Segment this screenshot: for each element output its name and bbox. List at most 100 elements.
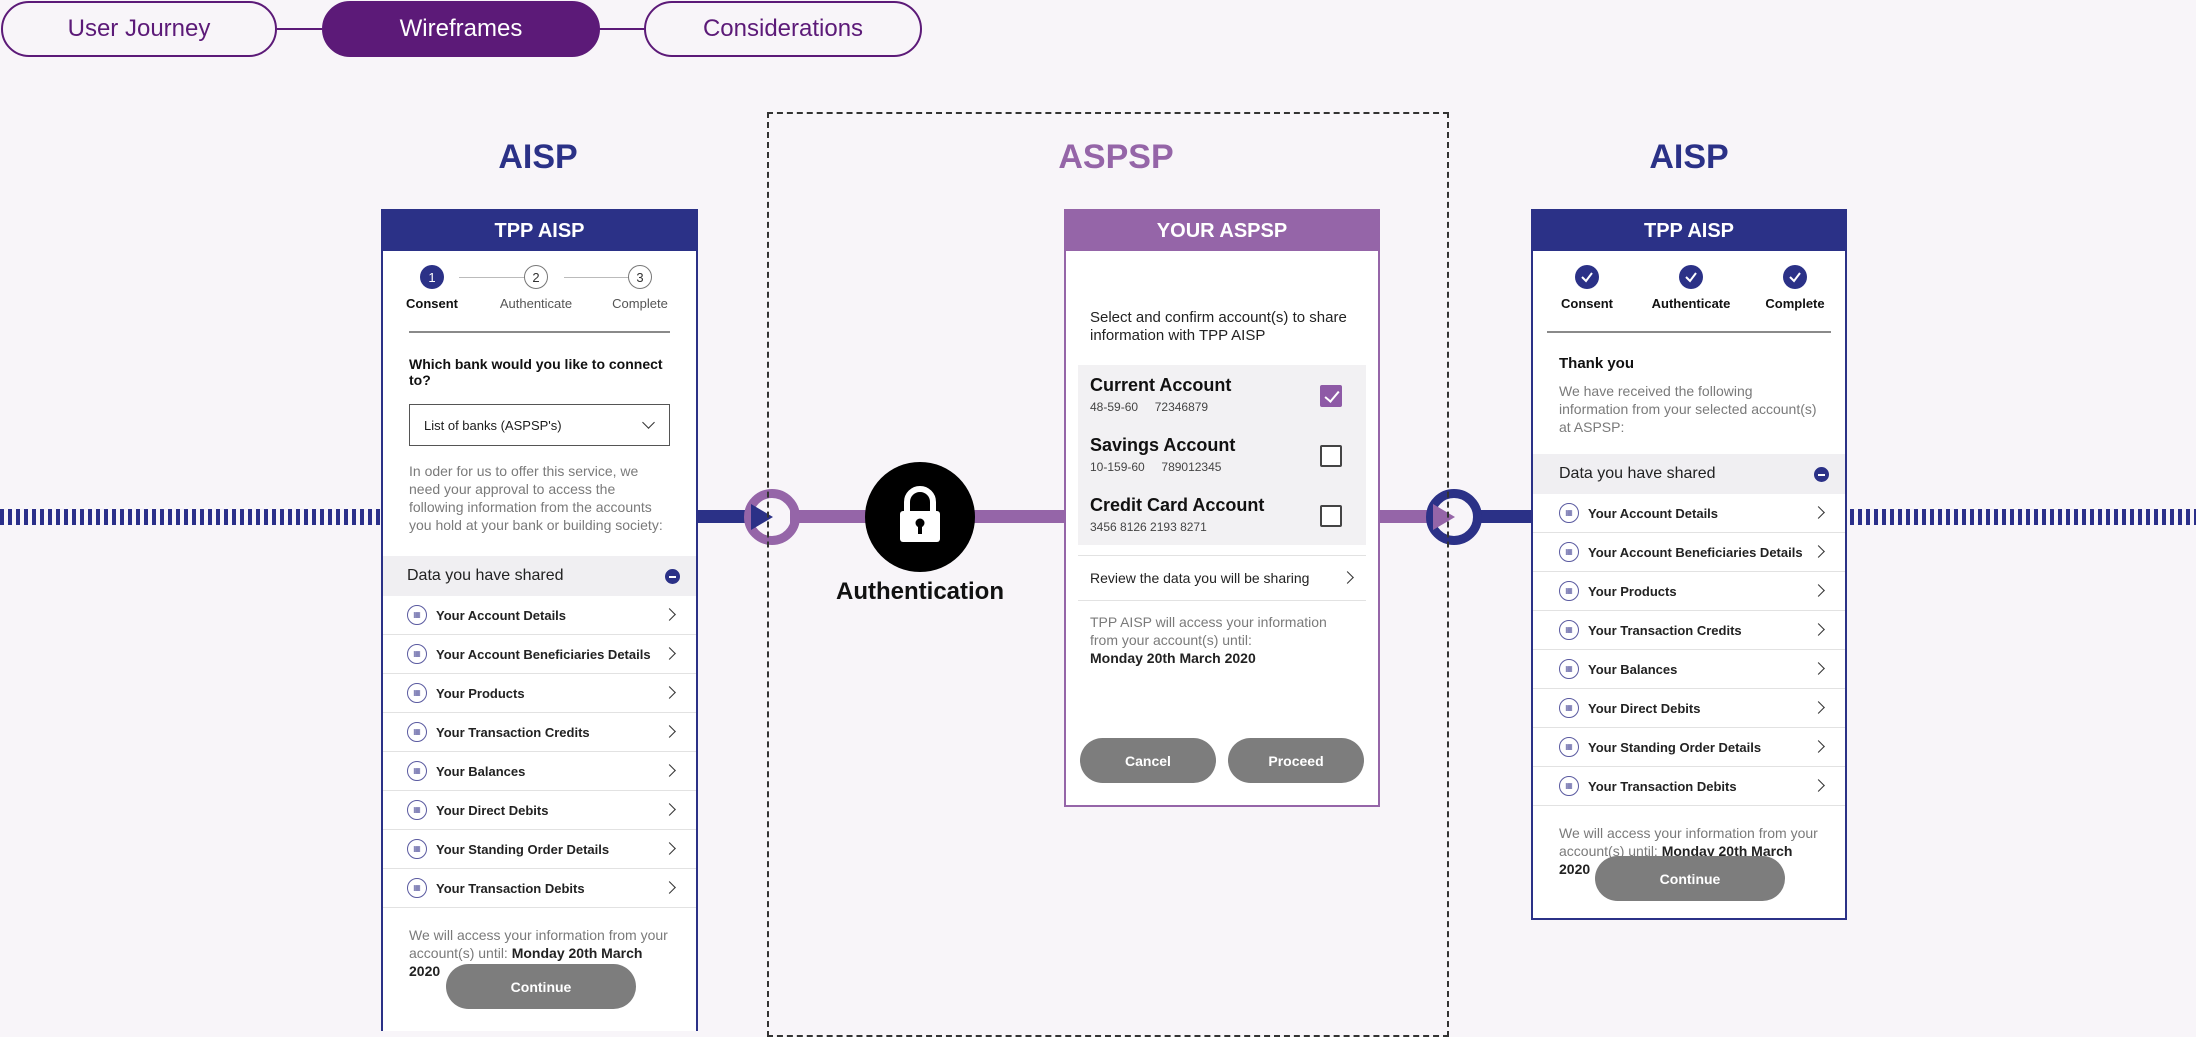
- account-row[interactable]: Credit Card Account 3456 8126 2193 8271: [1078, 485, 1366, 545]
- phone-header: YOUR ASPSP: [1066, 211, 1378, 251]
- bank-select[interactable]: List of banks (ASPSP's): [409, 404, 670, 446]
- check-icon: [1575, 265, 1599, 289]
- account-details: 3456 8126 2193 8271: [1090, 520, 1366, 534]
- collapse-icon[interactable]: [665, 569, 680, 584]
- review-data-link[interactable]: Review the data you will be sharing: [1078, 555, 1366, 601]
- data-icon: ▦: [407, 722, 427, 742]
- list-item-label: Your Transaction Credits: [436, 724, 590, 740]
- step-complete: Complete: [1745, 265, 1845, 311]
- shared-data-title: Data you have shared: [407, 567, 564, 584]
- step-label: Complete: [1765, 296, 1825, 311]
- data-icon: ▦: [1559, 698, 1579, 718]
- access-date: Monday 20th March 2020: [409, 945, 643, 979]
- cancel-button[interactable]: Cancel: [1080, 738, 1216, 783]
- list-item[interactable]: ▦Your Balances: [1533, 650, 1845, 689]
- thank-you-text: We have received the following informati…: [1559, 383, 1817, 435]
- aisp-complete-screen: TPP AISP Consent Authenticate Complete T…: [1531, 209, 1847, 920]
- flow-line: [1380, 510, 1440, 523]
- step-number: 3: [628, 265, 652, 289]
- list-item[interactable]: ▦Your Transaction Debits: [383, 869, 696, 908]
- list-item-label: Your Balances: [436, 763, 526, 779]
- check-icon: [1679, 265, 1703, 289]
- list-item-label: Your Transaction Debits: [1588, 778, 1737, 794]
- list-item[interactable]: ▦Your Direct Debits: [383, 791, 696, 830]
- chevron-right-icon: [1812, 701, 1825, 714]
- account-details: 48-59-60 72346879: [1090, 400, 1366, 414]
- data-icon: ▦: [1559, 620, 1579, 640]
- tab-wireframes[interactable]: Wireframes: [322, 1, 600, 57]
- list-item[interactable]: ▦ Your Transaction Credits: [383, 713, 696, 752]
- account-checkbox[interactable]: [1320, 385, 1342, 407]
- step-label: Consent: [406, 296, 458, 311]
- tab-considerations[interactable]: Considerations: [644, 1, 922, 57]
- data-icon: ▦: [407, 878, 427, 898]
- account-details: 10-159-60 789012345: [1090, 460, 1366, 474]
- continue-button[interactable]: Continue: [446, 964, 636, 1009]
- list-item-label: Your Account Beneficiaries Details: [436, 646, 651, 662]
- access-until-text: We will access your information from you…: [409, 926, 670, 980]
- chevron-right-icon: [663, 608, 676, 621]
- review-label: Review the data you will be sharing: [1090, 570, 1310, 586]
- list-item[interactable]: ▦Your Account Details: [1533, 494, 1845, 533]
- chevron-right-icon: [663, 803, 676, 816]
- step-consent: Consent: [1537, 265, 1637, 311]
- account-name: Savings Account: [1090, 435, 1236, 455]
- account-checkbox[interactable]: [1320, 505, 1342, 527]
- list-item[interactable]: ▦Your Transaction Debits: [1533, 767, 1845, 806]
- proceed-button[interactable]: Proceed: [1228, 738, 1364, 783]
- step-connector: [459, 277, 539, 278]
- stepper: Consent Authenticate Complete: [1547, 251, 1831, 333]
- list-item[interactable]: ▦Your Account Beneficiaries Details: [383, 635, 696, 674]
- flow-arrow-node: [1426, 489, 1482, 545]
- list-item[interactable]: ▦ Your Account Details: [383, 596, 696, 635]
- account-row[interactable]: Savings Account 10-159-60 789012345: [1078, 425, 1366, 485]
- account-row[interactable]: Current Account 48-59-60 72346879: [1078, 365, 1366, 425]
- chevron-right-icon: [663, 881, 676, 894]
- list-item[interactable]: ▦Your Account Beneficiaries Details: [1533, 533, 1845, 572]
- sort-code: 48-59-60: [1090, 400, 1139, 414]
- chevron-right-icon: [1812, 623, 1825, 636]
- check-icon: [1783, 265, 1807, 289]
- list-item-label: Your Standing Order Details: [1588, 739, 1762, 755]
- data-icon: ▦: [1559, 659, 1579, 679]
- step-consent: 1 Consent: [383, 265, 482, 311]
- select-value: List of banks (ASPSP's): [424, 417, 562, 433]
- list-item[interactable]: ▦Your Standing Order Details: [383, 830, 696, 869]
- account-name: Credit Card Account: [1090, 495, 1265, 515]
- step-label: Consent: [1561, 296, 1613, 311]
- bank-question: Which bank would you like to connect to?: [409, 356, 663, 388]
- list-item-label: Your Account Details: [436, 607, 567, 623]
- lock-icon: [865, 462, 975, 572]
- account-checkbox[interactable]: [1320, 445, 1342, 467]
- tab-user-journey[interactable]: User Journey: [1, 1, 277, 57]
- account-list: Current Account 48-59-60 72346879 Saving…: [1078, 365, 1366, 545]
- list-item[interactable]: ▦ Your Direct Debits: [1533, 689, 1845, 728]
- chevron-right-icon: [663, 842, 676, 855]
- list-item[interactable]: ▦Your Products: [1533, 572, 1845, 611]
- collapse-icon[interactable]: [1814, 467, 1829, 482]
- continue-button[interactable]: Continue: [1595, 856, 1785, 901]
- list-item[interactable]: ▦Your Transaction Credits: [1533, 611, 1845, 650]
- data-icon: ▦: [1559, 737, 1579, 757]
- data-icon: ▦: [407, 683, 427, 703]
- list-item[interactable]: ▦Your Products: [383, 674, 696, 713]
- shared-data-list: ▦Your Account Details▦Your Account Benef…: [1533, 494, 1845, 806]
- step-connector: [564, 277, 644, 278]
- data-icon: ▦: [407, 605, 427, 625]
- flow-line: [697, 510, 747, 523]
- role-heading-aspsp: ASPSP: [1058, 138, 1174, 176]
- shared-data-list: ▦Your Account Details▦Your Account Benef…: [383, 596, 696, 908]
- step-label: Complete: [612, 296, 668, 311]
- list-item-label: Your Standing Order Details: [436, 841, 610, 857]
- list-item[interactable]: ▦ Your Standing Order Details: [1533, 728, 1845, 767]
- shared-data-header[interactable]: Data you have shared: [383, 556, 696, 596]
- chevron-right-icon: [1812, 545, 1825, 558]
- tab-connector: [277, 28, 322, 30]
- access-text: We will access your information from you…: [1559, 825, 1818, 859]
- list-item[interactable]: ▦Your Balances: [383, 752, 696, 791]
- shared-data-header[interactable]: Data you have shared: [1533, 454, 1845, 494]
- chevron-right-icon: [1812, 662, 1825, 675]
- list-item-label: Your Direct Debits: [1588, 700, 1701, 716]
- aspsp-intro: Select and confirm account(s) to share i…: [1090, 309, 1347, 344]
- account-name: Current Account: [1090, 375, 1232, 395]
